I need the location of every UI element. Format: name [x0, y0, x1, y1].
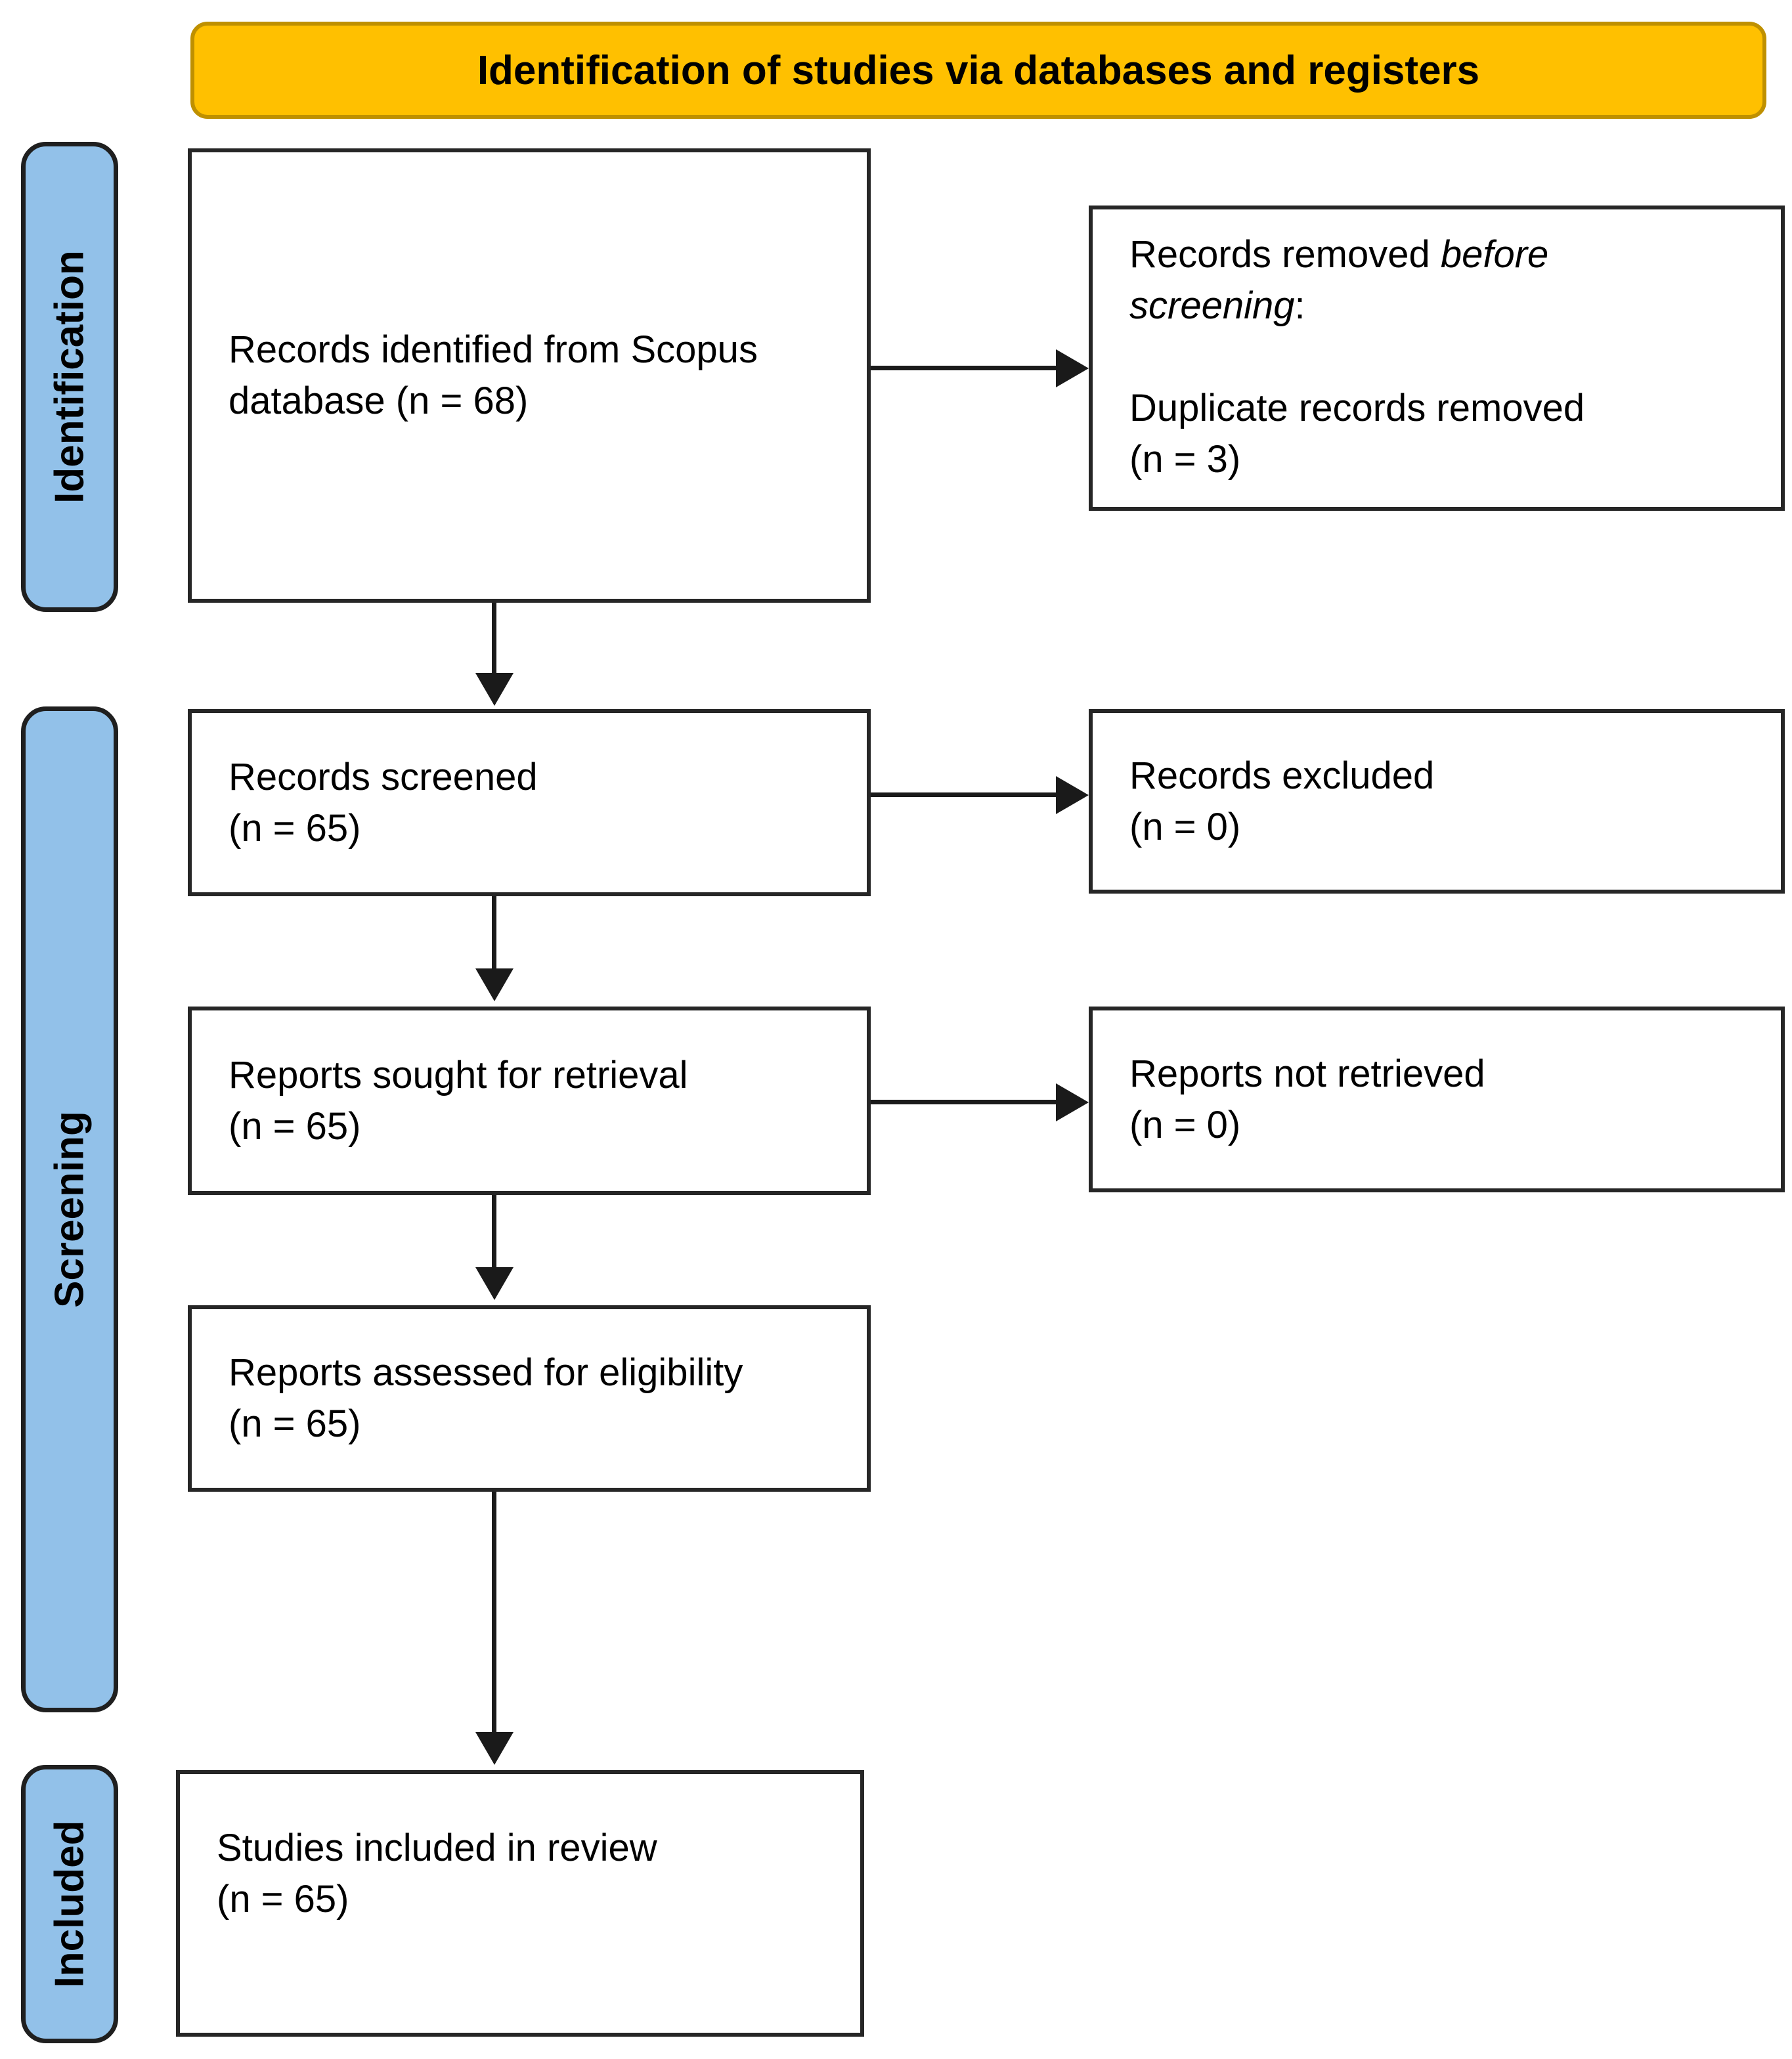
box-records-removed-detail: Duplicate records removed(n = 3): [1129, 387, 1585, 481]
arrow-assessed-to-included: [492, 1492, 496, 1732]
box-reports-assessed-text: Reports assessed for eligibility(n = 65): [229, 1351, 743, 1445]
box-records-screened-text: Records screened(n = 65): [229, 755, 538, 850]
stage-tab-included: Included: [21, 1765, 118, 2043]
box-studies-included-text: Studies included in review(n = 65): [217, 1827, 657, 1920]
box-reports-sought-text: Reports sought for retrieval(n = 65): [229, 1053, 688, 1148]
box-records-removed-heading: Records removed before screening:: [1129, 233, 1549, 327]
stage-tab-screening: Screening: [21, 706, 118, 1712]
box-records-excluded-text: Records excluded(n = 0): [1129, 754, 1435, 848]
box-studies-included: Studies included in review(n = 65): [176, 1770, 864, 2037]
banner-title: Identification of studies via databases …: [477, 47, 1480, 93]
arrow-sought-to-not-retrieved: [871, 1100, 1056, 1104]
box-reports-assessed: Reports assessed for eligibility(n = 65): [188, 1305, 871, 1492]
arrow-screened-to-excluded: [871, 792, 1056, 797]
arrow-sought-to-assessed: [492, 1195, 496, 1267]
box-reports-not-retrieved: Reports not retrieved(n = 0): [1089, 1007, 1785, 1192]
box-records-excluded: Records excluded(n = 0): [1089, 709, 1785, 894]
box-reports-sought: Reports sought for retrieval(n = 65): [188, 1007, 871, 1195]
arrow-identified-to-screened: [492, 603, 496, 673]
stage-label-included: Included: [47, 1820, 93, 1988]
box-records-screened: Records screened(n = 65): [188, 709, 871, 896]
stage-label-identification: Identification: [47, 250, 93, 504]
box-reports-not-retrieved-text: Reports not retrieved(n = 0): [1129, 1052, 1485, 1146]
box-records-removed: Records removed before screening: Duplic…: [1089, 206, 1785, 511]
arrow-identified-to-removed: [871, 366, 1056, 370]
stage-label-screening: Screening: [47, 1111, 93, 1308]
banner: Identification of studies via databases …: [190, 22, 1766, 119]
arrow-screened-to-sought: [492, 896, 496, 968]
stage-tab-identification: Identification: [21, 142, 118, 612]
